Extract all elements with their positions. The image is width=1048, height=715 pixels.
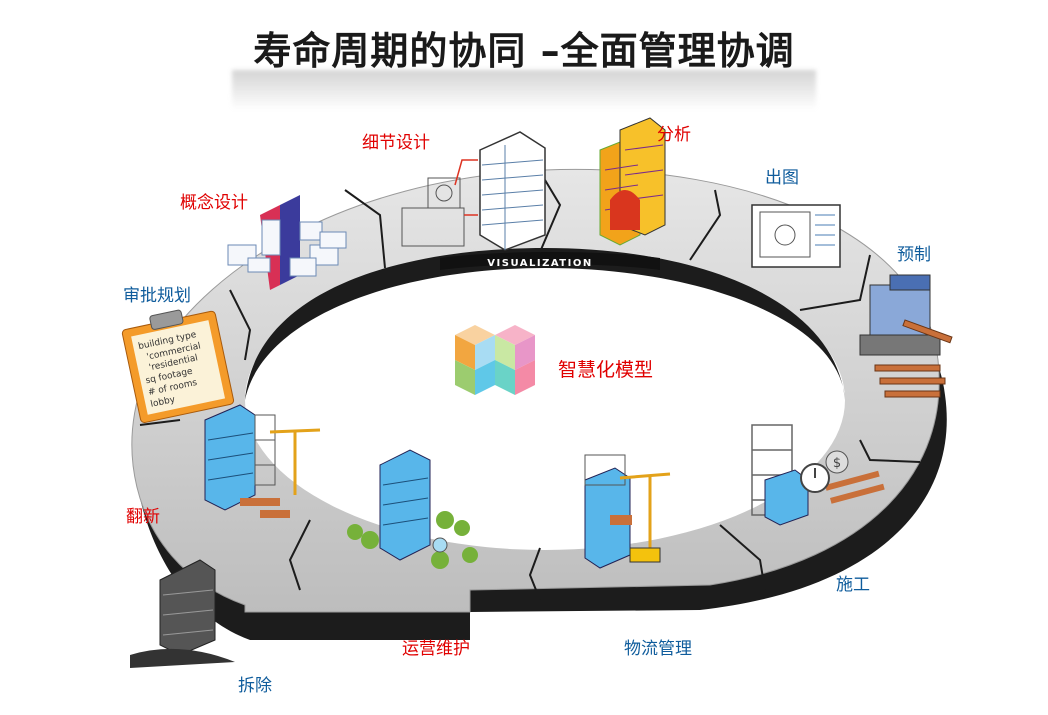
label-demolition: 拆除: [238, 676, 272, 696]
label-logistics: 物流管理: [624, 639, 692, 659]
logistics-building-truck-icon: [584, 454, 671, 569]
label-concept-design: 概念设计: [180, 193, 248, 213]
visualization-text: VISUALIZATION: [487, 258, 592, 269]
renovation-building-crane-icon: [204, 404, 321, 518]
label-renovation: 翻新: [126, 507, 160, 527]
operation-building-trees-icon: [347, 449, 478, 569]
label-drawing: 出图: [765, 168, 799, 188]
construction-frame-building-icon: [751, 424, 885, 526]
ring-inner-lip: [245, 248, 845, 400]
title-container: 寿命周期的协同 –全面管理协调: [0, 20, 1048, 75]
label-construction: 施工: [836, 575, 870, 595]
label-analysis: 分析: [657, 125, 691, 145]
smart-model-cube-icon: [455, 325, 535, 395]
demolition-ruin-icon: [130, 559, 235, 668]
label-detail-design: 细节设计: [362, 133, 430, 153]
label-prefab: 预制: [897, 245, 931, 265]
stopwatch-icon: [800, 463, 830, 493]
prefab-machine-icon: [859, 274, 953, 398]
dollar-coin-icon: $: [825, 450, 849, 474]
title-reflection: [232, 70, 816, 110]
visualization-band: [440, 252, 660, 270]
label-approval: 审批规划: [123, 286, 191, 306]
drawing-sheet-icon: [751, 204, 841, 268]
analysis-heatmap-building-icon: [599, 117, 666, 246]
page-title: 寿命周期的协同 –全面管理协调: [253, 29, 795, 73]
segment-dividers: [139, 179, 921, 601]
label-operation: 运营维护: [402, 639, 470, 659]
detail-design-building-icon: [401, 131, 546, 251]
approval-clipboard-icon: building type 'commercial 'residential s…: [121, 309, 235, 424]
label-smart-model: 智慧化模型: [558, 359, 654, 381]
concept-design-massing-icon: [227, 195, 347, 290]
svg-text:$: $: [833, 456, 841, 471]
